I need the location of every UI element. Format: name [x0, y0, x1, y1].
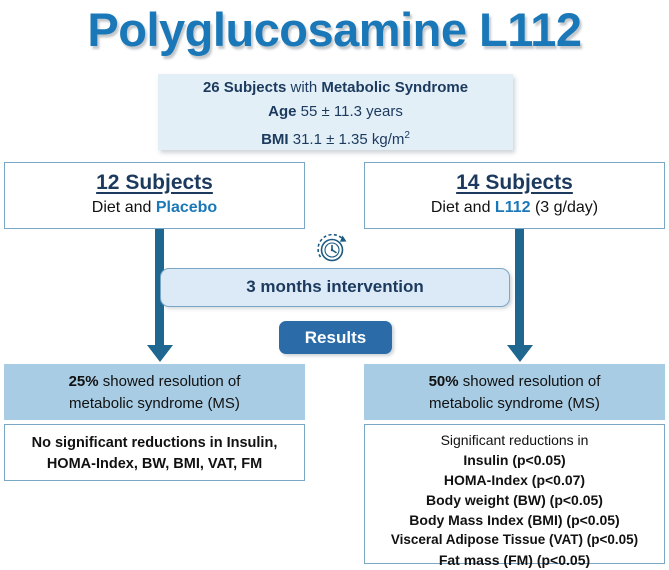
- clock-timer-icon: [317, 233, 347, 262]
- flow-arrow-left-head: [146, 345, 173, 362]
- cohort-bmi-label: BMI: [261, 131, 289, 148]
- arm-placebo-subtitle: Diet and Placebo: [5, 197, 304, 219]
- outcome-banner-placebo: 25% showed resolution of metabolic syndr…: [4, 364, 305, 420]
- outcome-l112-percent: 50%: [428, 373, 459, 390]
- detail-l112-item-bmi: Body Mass Index (BMI) (p<0.05): [409, 512, 620, 528]
- outcome-placebo-rest: showed resolution of: [98, 373, 241, 390]
- arm-l112-subtitle: Diet and L112 (3 g/day): [365, 197, 664, 219]
- detail-l112-lead: Significant reductions in: [440, 432, 589, 448]
- outcome-placebo-line2: metabolic syndrome (MS): [69, 395, 240, 412]
- outcome-l112-rest: showed resolution of: [458, 373, 601, 390]
- intervention-duration-bar: 3 months intervention: [160, 268, 510, 307]
- detail-l112-item-fat-mass: Fat mass (FM) (p<0.05): [438, 552, 591, 568]
- detail-l112-item-homa-index: HOMA-Index (p<0.07): [443, 472, 586, 488]
- detail-box-l112: Significant reductions in Insulin (p<0.0…: [364, 424, 665, 568]
- detail-l112-item-insulin: Insulin (p<0.05): [463, 452, 566, 468]
- detail-l112-item-vat: Visceral Adipose Tissue (VAT) (p<0.05): [390, 532, 639, 547]
- cohort-bmi-value: 31.1 ± 1.35 kg/m: [288, 131, 405, 148]
- cohort-line-bmi: BMI 31.1 ± 1.35 kg/m2: [158, 124, 513, 152]
- outcome-banner-l112: 50% showed resolution of metabolic syndr…: [364, 364, 665, 420]
- arm-box-l112: 14 Subjects Diet and L112 (3 g/day): [364, 162, 665, 229]
- cohort-age-label: Age: [268, 103, 297, 120]
- arm-box-placebo: 12 Subjects Diet and Placebo: [4, 162, 305, 229]
- cohort-line-subjects: 26 Subjects with Metabolic Syndrome: [158, 76, 513, 100]
- cohort-line-age: Age 55 ± 11.3 years: [158, 100, 513, 124]
- outcome-placebo-line1: 25% showed resolution of: [4, 371, 305, 393]
- outcome-placebo-percent: 25%: [68, 373, 99, 390]
- cohort-line1-mid: with: [286, 79, 322, 96]
- flow-arrow-right-head: [506, 345, 533, 362]
- flow-arrow-right-shaft: [515, 229, 524, 347]
- outcome-l112-line1: 50% showed resolution of: [364, 371, 665, 393]
- arm-l112-headline: 14 Subjects: [456, 171, 573, 194]
- cohort-subject-count: 26 Subjects: [202, 79, 287, 96]
- detail-placebo-line1: No significant reductions in Insulin,: [31, 435, 278, 451]
- arm-placebo-treatment: Placebo: [155, 199, 218, 216]
- detail-placebo-line2: HOMA-Index, BW, BMI, VAT, FM: [46, 456, 263, 472]
- detail-box-placebo: No significant reductions in Insulin, HO…: [4, 424, 305, 481]
- arm-placebo-headline: 12 Subjects: [96, 171, 213, 194]
- detail-l112-item-body-weight: Body weight (BW) (p<0.05): [426, 492, 603, 508]
- flow-arrow-left-shaft: [155, 229, 164, 347]
- arm-placebo-sub-prefix: Diet and: [91, 199, 156, 216]
- cohort-bmi-superscript: 2: [404, 130, 410, 141]
- page-title: Polyglucosamine L112: [87, 3, 582, 56]
- cohort-condition: Metabolic Syndrome: [321, 79, 469, 96]
- cohort-age-value: 55 ± 11.3 years: [296, 103, 403, 120]
- arm-l112-sub-suffix: (3 g/day): [530, 199, 599, 216]
- arm-l112-sub-prefix: Diet and: [430, 199, 495, 216]
- cohort-info-panel: 26 Subjects with Metabolic Syndrome Age …: [158, 74, 513, 150]
- results-button[interactable]: Results: [279, 321, 392, 354]
- outcome-l112-line2: metabolic syndrome (MS): [429, 395, 600, 412]
- arm-l112-treatment: L112: [494, 199, 531, 216]
